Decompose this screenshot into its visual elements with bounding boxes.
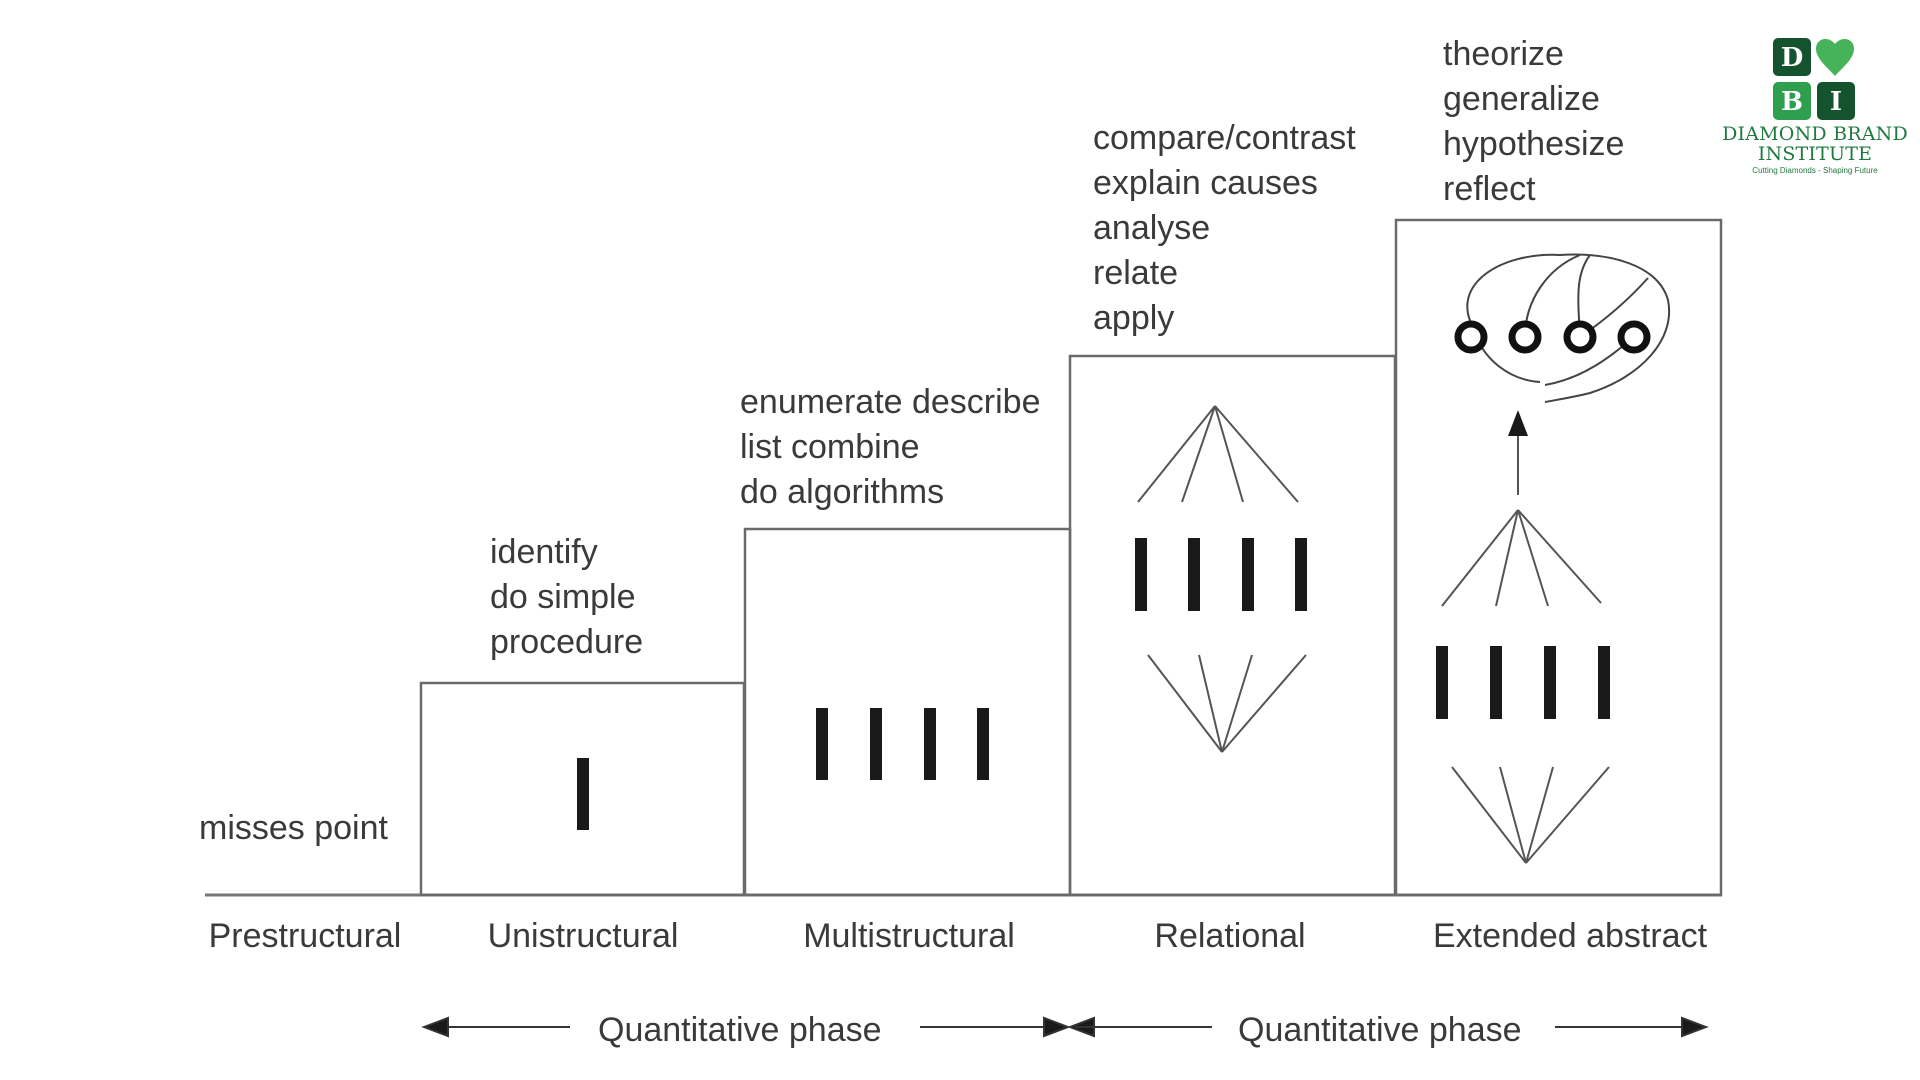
step-box-extended-abstract <box>1394 218 1723 897</box>
bar-group-extended <box>1436 646 1610 719</box>
concept-circle <box>1508 320 1542 354</box>
verb: identify <box>490 533 598 571</box>
bar <box>1135 538 1147 611</box>
verb: generalize <box>1443 80 1600 118</box>
level-name-relational: Relational <box>1154 917 1306 955</box>
verbs-unistructural: identify do simple procedure <box>490 530 643 665</box>
verb: hypothesize <box>1443 125 1625 163</box>
phase-label-right: Quantitative phase <box>1238 1011 1522 1049</box>
phase-arrow-right <box>1067 1016 1709 1038</box>
dbi-logo: D B I DIAMOND BRAND INSTITUTE Cutting Di… <box>1715 36 1915 175</box>
level-name-prestructural: Prestructural <box>208 917 402 955</box>
bar <box>1436 646 1448 719</box>
dbi-logo-mark: D B I <box>1773 38 1855 120</box>
verb: list combine <box>740 428 920 466</box>
bar <box>1544 646 1556 719</box>
logo-brand-name: DIAMOND BRAND INSTITUTE <box>1722 123 1908 165</box>
concept-circle <box>1563 320 1597 354</box>
verb: relate <box>1093 254 1179 292</box>
verb: enumerate describe <box>740 383 1041 421</box>
logo-letter-d: D <box>1781 43 1804 73</box>
arrowhead <box>1681 1016 1709 1038</box>
verbs-prestructural: misses point <box>199 806 388 851</box>
verbs-multistructural: enumerate describe list combine do algor… <box>740 380 1041 515</box>
arrowhead <box>1043 1016 1071 1038</box>
bar <box>1295 538 1307 611</box>
fan-up-extended <box>1441 509 1602 607</box>
up-arrow <box>1508 410 1528 495</box>
level-name-unistructural: Unistructural <box>487 917 679 955</box>
bar <box>1598 646 1610 719</box>
verb: reflect <box>1443 170 1536 208</box>
bar <box>816 708 828 780</box>
verb: theorize <box>1443 35 1564 73</box>
bar <box>1242 538 1254 611</box>
verb: compare/contrast <box>1093 119 1356 157</box>
concept-circle <box>1454 320 1488 354</box>
verb: do simple <box>490 578 636 616</box>
bar-group-multistructural <box>816 708 989 780</box>
level-name-multistructural: Multistructural <box>803 917 1015 955</box>
verb: explain causes <box>1093 164 1318 202</box>
verb: apply <box>1093 299 1175 337</box>
logo-letter-b: B <box>1781 87 1803 117</box>
level-name-extended-abstract: Extended abstract <box>1432 917 1708 955</box>
bar <box>1188 538 1200 611</box>
verb: analyse <box>1093 209 1211 247</box>
fan-up-relational <box>1137 405 1299 503</box>
step-box-multistructural <box>743 527 1072 897</box>
verb: procedure <box>490 623 644 661</box>
verbs-extended-abstract: theorize generalize hypothesize reflect <box>1443 32 1624 212</box>
fan-down-extended <box>1451 766 1610 864</box>
bar <box>870 708 882 780</box>
phase-label-left: Quantitative phase <box>598 1011 882 1049</box>
bar-group-relational <box>1135 538 1307 611</box>
arrowhead <box>421 1016 449 1038</box>
bar <box>977 708 989 780</box>
bar <box>1490 646 1502 719</box>
concept-circle <box>1617 320 1651 354</box>
bar <box>577 758 589 830</box>
fan-down-relational <box>1147 654 1307 753</box>
verb: misses point <box>199 809 388 847</box>
verbs-relational: compare/contrast explain causes analyse … <box>1093 116 1356 341</box>
logo-letter-i: I <box>1830 87 1842 117</box>
bar <box>924 708 936 780</box>
step-box-relational <box>1068 354 1397 897</box>
logo-tagline: Cutting Diamonds - Shaping Future <box>1752 166 1878 175</box>
verb: do algorithms <box>740 473 945 511</box>
concept-circles <box>1454 320 1651 354</box>
phase-arrow-left <box>421 1016 1071 1038</box>
